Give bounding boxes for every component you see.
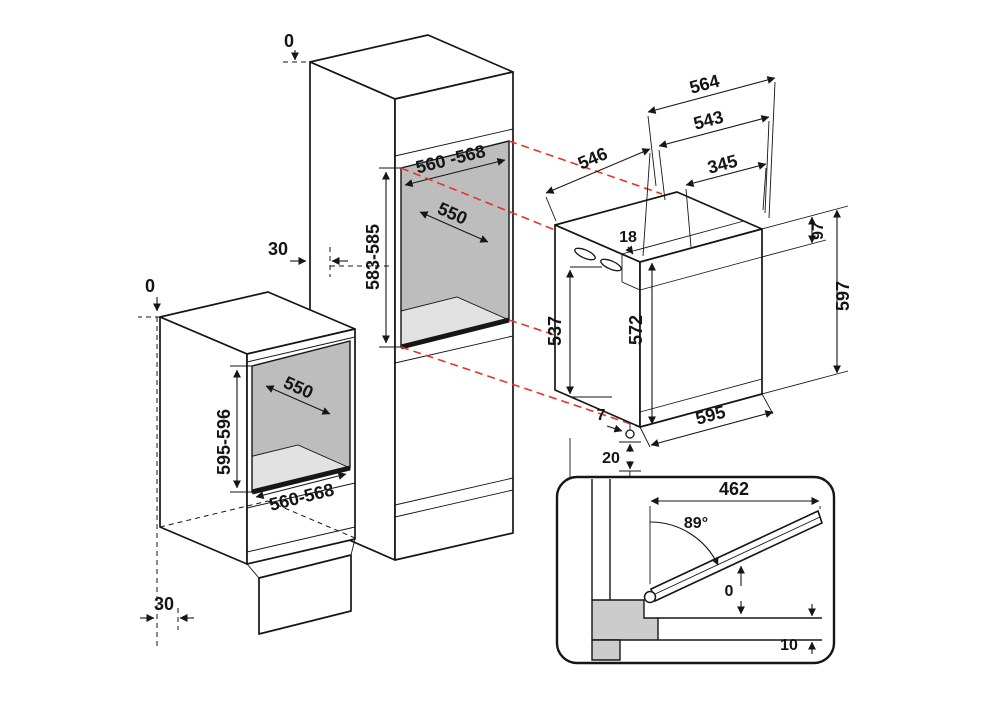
dim-tall-niche-height: 583-585 <box>363 224 383 290</box>
dim-oven-body-height: 537 <box>545 316 565 346</box>
oven-front-face <box>639 228 763 428</box>
dim-oven-bottom-gap: 20 <box>602 450 620 467</box>
tall-cabinet-niche <box>400 140 510 350</box>
dim-door-open-angle: 89° <box>684 515 708 532</box>
inset-cabinet-section <box>591 479 822 661</box>
tall-cabinet-unit: 0 560 -568 583-585 550 30 <box>268 31 514 561</box>
oven-foot <box>625 424 635 439</box>
dim-oven-fascia-offset: 18 <box>619 229 637 246</box>
dim-door-open-depth: 462 <box>719 479 749 499</box>
dim-oven-fascia-height: 97 <box>810 222 827 240</box>
inset-open-door <box>643 509 823 604</box>
base-cabinet-unit: 0 550 595-596 560-568 30 <box>138 276 356 648</box>
dim-base-plinth-recess: 30 <box>154 594 174 614</box>
dim-tall-rear-gap: 30 <box>268 239 288 259</box>
tall-cabinet-panel-lines <box>394 128 514 518</box>
base-cabinet-plinth <box>246 538 356 635</box>
dim-door-flush-gap: 0 <box>725 583 734 600</box>
oven-fascia-lines <box>621 220 763 413</box>
door-hinge-pivot <box>643 590 657 604</box>
dim-base-niche-height: 595-596 <box>214 409 234 475</box>
dim-oven-inner-width: 345 <box>705 151 739 178</box>
dim-oven-total-height: 597 <box>833 281 853 311</box>
dim-door-floor-clearance: 10 <box>780 637 798 654</box>
dim-oven-foot-offset: 7 <box>597 407 606 424</box>
oven-hinge-slots <box>574 247 622 272</box>
dim-tall-top-clearance: 0 <box>284 31 294 51</box>
dim-base-top-clearance: 0 <box>145 276 155 296</box>
door-detail-inset: 462 89° 0 10 <box>555 475 836 665</box>
inset-dimensions: 462 89° 0 10 <box>649 479 821 654</box>
dim-oven-depth: 546 <box>575 143 610 173</box>
dim-oven-front-height: 572 <box>626 315 646 345</box>
